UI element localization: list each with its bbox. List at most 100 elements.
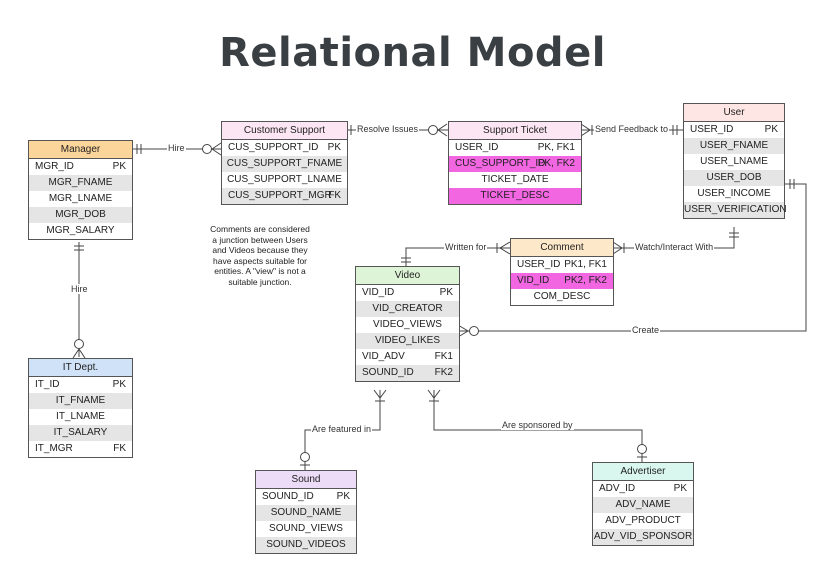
field-name: IT_FNAME xyxy=(55,395,106,406)
customer-support-field-row: CUS_SUPPORT_LNAME xyxy=(222,172,347,188)
field-name: SOUND_NAME xyxy=(270,507,342,518)
support-ticket-field-row: TICKET_DESC xyxy=(449,188,581,204)
field-name: VIDEO_VIEWS xyxy=(373,319,442,330)
field-name: MGR_LNAME xyxy=(48,193,113,204)
field-name: USER_ID xyxy=(455,142,499,153)
advertiser-field-row: ADV_ID PK xyxy=(593,481,693,497)
field-name: MGR_DOB xyxy=(55,209,106,220)
field-name: CUS_SUPPORT_MGR xyxy=(228,190,332,201)
rel-label-watch-interact: Watch/Interact With xyxy=(634,242,715,252)
field-name: MGR_FNAME xyxy=(48,177,113,188)
sound-field-row: SOUND_VIDEOS xyxy=(256,537,356,553)
field-name: CUS_SUPPORT_ID xyxy=(228,142,319,153)
field-name: IT_LNAME xyxy=(56,411,105,422)
rel-label-create: Create xyxy=(631,325,661,335)
field-name: SOUND_VIEWS xyxy=(269,523,343,534)
customer-support-field-row: CUS_SUPPORT_ID PK xyxy=(222,140,347,156)
user-field-row: USER_INCOME xyxy=(684,186,784,202)
field-name: USER_ID xyxy=(690,124,734,135)
field-name: USER_DOB xyxy=(706,172,762,183)
sound-field-row: SOUND_VIEWS xyxy=(256,521,356,537)
rel-label-sponsored-by: Are sponsored by xyxy=(501,420,574,430)
rel-label-hire-cs: Hire xyxy=(167,143,186,153)
rel-label-featured-in: Are featured in xyxy=(311,424,373,434)
sound-header: Sound xyxy=(256,471,356,489)
advertiser-header: Advertiser xyxy=(593,463,693,481)
field-name: MGR_ID xyxy=(35,161,74,172)
page-title: Relational Model xyxy=(219,30,606,76)
field-name: USER_FNAME xyxy=(699,140,769,151)
field-key: PK1, FK1 xyxy=(564,259,607,270)
field-name: CUS_SUPPORT_LNAME xyxy=(227,174,342,185)
rel-label-hire-it: Hire xyxy=(70,284,89,294)
user-field-row: USER_DOB xyxy=(684,170,784,186)
field-key: FK2 xyxy=(434,367,453,378)
field-name: ADV_ID xyxy=(599,483,636,494)
field-name: SOUND_ID xyxy=(362,367,414,378)
customer-support-field-row: CUS_SUPPORT_FNAME xyxy=(222,156,347,172)
it-dept-field-row: IT_FNAME xyxy=(29,393,132,409)
field-key: FK xyxy=(328,190,341,201)
field-name: TICKET_DESC xyxy=(480,190,550,201)
field-key: PK xyxy=(327,142,341,153)
junction-note: Comments are considered a junction betwe… xyxy=(210,224,310,287)
support-ticket-header: Support Ticket xyxy=(449,122,581,140)
field-key: PK xyxy=(112,379,126,390)
customer-support-header: Customer Support xyxy=(222,122,347,140)
comment-field-row: COM_DESC xyxy=(511,289,613,305)
field-key: PK xyxy=(673,483,687,494)
field-name: VID_ADV xyxy=(362,351,405,362)
field-name: IT_MGR xyxy=(35,443,73,454)
user-field-row: USER_FNAME xyxy=(684,138,784,154)
field-name: TICKET_DATE xyxy=(481,174,549,185)
video-field-row: VID_CREATOR xyxy=(356,301,459,317)
video-header: Video xyxy=(356,267,459,285)
field-name: USER_INCOME xyxy=(697,188,771,199)
field-key: PK xyxy=(336,491,350,502)
rel-label-send-feedback: Send Feedback to xyxy=(594,124,670,134)
user-field-row: USER_LNAME xyxy=(684,154,784,170)
field-name: ADV_VID_SPONSOR xyxy=(593,531,693,542)
field-name: VID_CREATOR xyxy=(372,303,443,314)
field-name: USER_VERIFICATION xyxy=(684,204,787,215)
field-name: USER_LNAME xyxy=(700,156,768,167)
field-name: USER_ID xyxy=(517,259,561,270)
rel-label-written-for: Written for xyxy=(444,242,488,252)
field-name: MGR_SALARY xyxy=(46,225,115,236)
sound-field-row: SOUND_NAME xyxy=(256,505,356,521)
field-name: ADV_PRODUCT xyxy=(605,515,681,526)
field-key: PK xyxy=(112,161,126,172)
rel-label-resolve-issues: Resolve Issues xyxy=(356,124,420,134)
field-name: CUS_SUPPORT_FNAME xyxy=(226,158,343,169)
field-name: ADV_NAME xyxy=(615,499,671,510)
field-key: PK, FK2 xyxy=(537,158,575,169)
field-name: IT_ID xyxy=(35,379,60,390)
field-name: IT_SALARY xyxy=(53,427,108,438)
it-dept-header: IT Dept. xyxy=(29,359,132,377)
entity-it-dept[interactable]: IT Dept. IT_ID PK IT_FNAME IT_LNAME IT_SALARY… xyxy=(28,358,133,458)
it-dept-field-row: IT_ID PK xyxy=(29,377,132,393)
support-ticket-field-row: USER_ID PK, FK1 xyxy=(449,140,581,156)
field-key: PK xyxy=(439,287,453,298)
user-header: User xyxy=(684,104,784,122)
manager-field-row: MGR_DOB xyxy=(29,207,132,223)
field-key: PK, FK1 xyxy=(537,142,575,153)
manager-header: Manager xyxy=(29,141,132,159)
manager-field-row: MGR_LNAME xyxy=(29,191,132,207)
user-field-row: USER_VERIFICATION xyxy=(684,202,787,218)
it-dept-field-row: IT_SALARY xyxy=(29,425,132,441)
